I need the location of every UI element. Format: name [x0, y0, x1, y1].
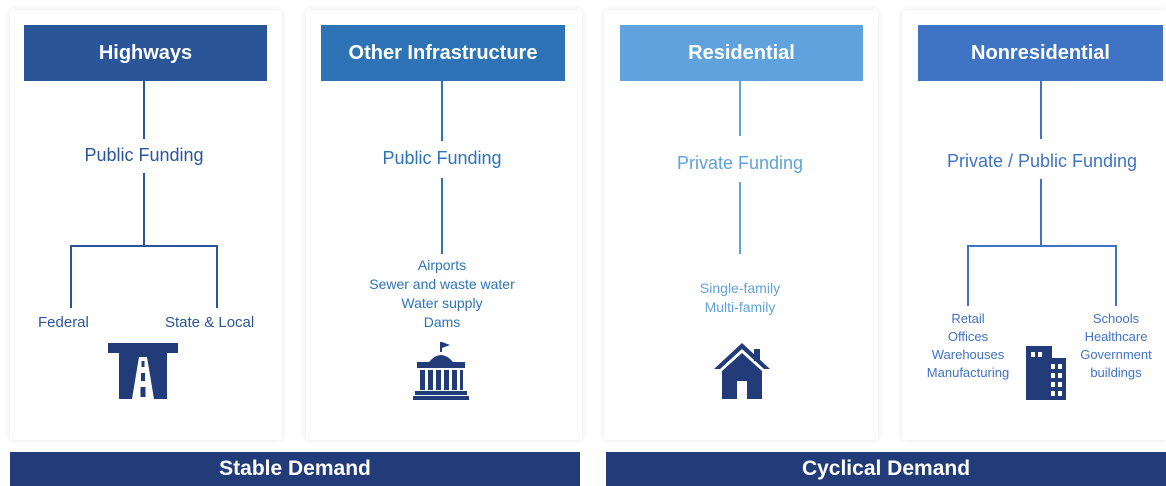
cyclical-demand-bar: Cyclical Demand [606, 452, 1166, 486]
residential-connector [739, 182, 741, 254]
other-infrastructure-title: Other Infrastructure [348, 41, 538, 64]
highways-header: Highways [24, 25, 267, 81]
item-healthcare: Healthcare [1084, 329, 1148, 344]
other-infrastructure-connector [441, 178, 443, 254]
nonresidential-branch [967, 245, 1117, 247]
nonresidential-left-items: Retail Offices Warehouses Manufacturing [920, 310, 1016, 382]
other-infrastructure-header: Other Infrastructure [321, 25, 565, 81]
cyclical-demand-label: Cyclical Demand [801, 457, 971, 480]
nonresidential-connector [967, 245, 969, 306]
other-infrastructure-connector [441, 81, 443, 141]
item-water-supply: Water supply [401, 295, 483, 311]
highways-connector [143, 173, 145, 245]
nonresidential-title: Nonresidential [971, 41, 1110, 64]
item-multi-family: Multi-family [704, 299, 776, 315]
stable-demand-bar: Stable Demand [10, 452, 580, 486]
highways-state-local-label: State & Local [165, 314, 255, 331]
house-icon [714, 343, 770, 399]
stable-demand-label: Stable Demand [219, 457, 371, 480]
nonresidential-connector [1040, 179, 1042, 245]
residential-connector [739, 81, 741, 136]
residential-header: Residential [620, 25, 863, 81]
nonresidential-connector [1115, 245, 1117, 306]
highways-connector [216, 245, 218, 308]
item-sewer: Sewer and waste water [369, 276, 515, 292]
item-airports: Airports [417, 257, 467, 273]
item-manufacturing: Manufacturing [926, 365, 1010, 380]
item-dams: Dams [423, 314, 461, 330]
item-single-family: Single-family [699, 280, 781, 296]
item-retail: Retail [951, 311, 985, 326]
item-offices: Offices [947, 329, 989, 344]
highways-connector [143, 81, 145, 139]
highways-branch [70, 245, 218, 247]
highways-federal-label: Federal [38, 314, 89, 331]
nonresidential-connector [1040, 81, 1042, 139]
item-warehouses: Warehouses [931, 347, 1005, 362]
highways-connector [70, 245, 72, 308]
residential-items: Single-family Multi-family [700, 279, 780, 317]
government-building-icon [413, 342, 469, 400]
other-infrastructure-panel [306, 10, 582, 440]
nonresidential-header: Nonresidential [918, 25, 1163, 81]
item-buildings: buildings [1090, 365, 1142, 380]
highways-funding: Public Funding [84, 145, 204, 165]
highways-title: Highways [98, 41, 193, 64]
residential-title: Residential [688, 41, 795, 64]
nonresidential-right-items: Schools Healthcare Government buildings [1073, 310, 1159, 382]
residential-funding: Private Funding [676, 153, 804, 173]
other-infrastructure-items: Airports Sewer and waste water Water sup… [369, 256, 515, 332]
item-government: Government [1080, 347, 1152, 362]
item-schools: Schools [1092, 311, 1140, 326]
nonresidential-funding: Private / Public Funding [946, 151, 1138, 171]
other-infrastructure-funding: Public Funding [382, 148, 502, 168]
road-icon [108, 343, 178, 399]
office-building-icon [1026, 346, 1066, 400]
